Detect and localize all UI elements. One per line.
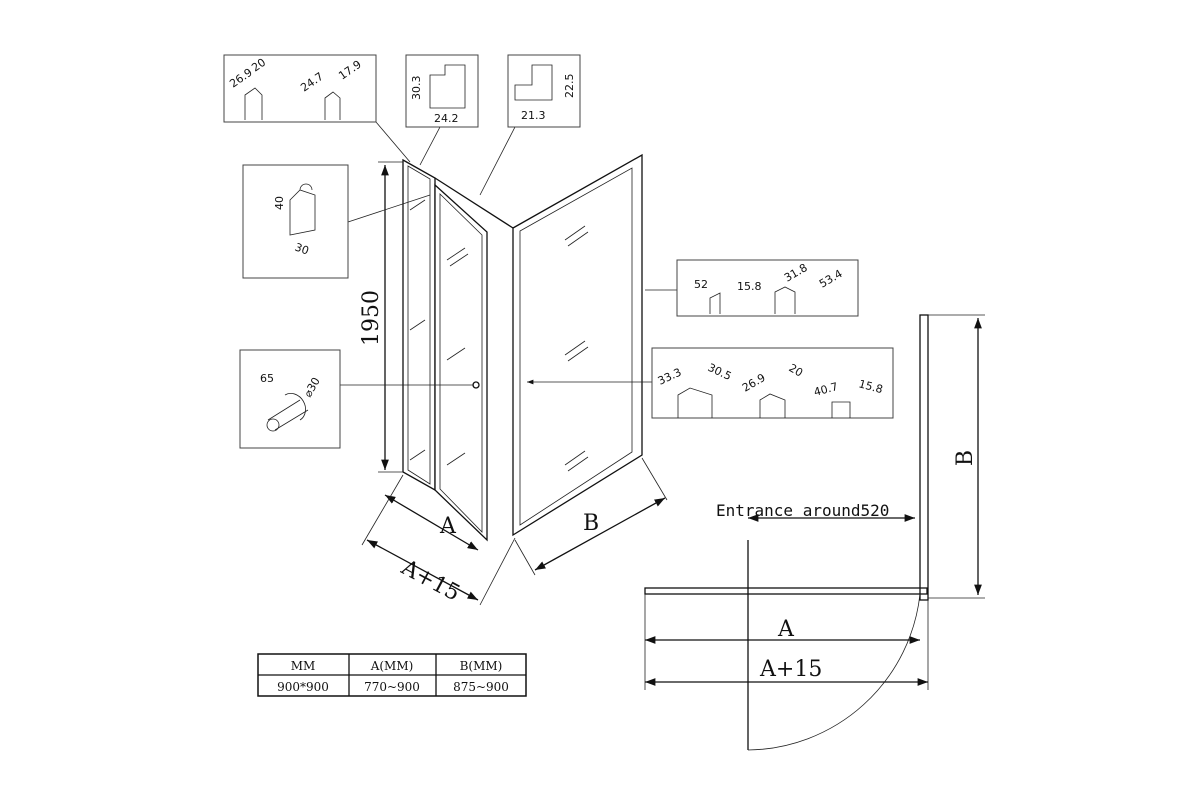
- table-cell: 875~900: [453, 680, 509, 694]
- table-header: A(MM): [370, 659, 414, 673]
- entrance-label: Entrance around520: [716, 501, 889, 520]
- detail-hinge: 40 30: [242, 164, 349, 279]
- plan-dim-a: A: [777, 617, 795, 642]
- table-cell: 770~900: [364, 680, 420, 694]
- detail-top-profile: 30.3 24.2: [405, 54, 479, 128]
- detail-top-corner: 26.9 20 24.7 17.9: [223, 54, 377, 123]
- enclosure-3d: 1950 A A+15 B: [359, 153, 668, 607]
- table-header: MM: [291, 659, 316, 673]
- dim: 21.3: [521, 109, 546, 122]
- detail-top-profile-2: 21.3 22.5: [507, 54, 581, 128]
- dim-a: A: [439, 514, 457, 539]
- dim: 24.2: [434, 112, 459, 125]
- table-header: B(MM): [460, 659, 503, 673]
- dim-a15: A+15: [396, 555, 464, 607]
- dim: 15.8: [857, 377, 884, 396]
- dim: 40.7: [812, 380, 839, 399]
- table-cell: 900*900: [277, 680, 329, 694]
- dim: 52: [694, 278, 708, 291]
- dim-b: B: [583, 511, 599, 536]
- dim: 20: [787, 361, 806, 379]
- detail-handle: 65 ⌀30: [239, 349, 341, 449]
- dim: 30.3: [410, 76, 423, 101]
- detail-bottom-profiles: 33.3 30.5 26.9 20 40.7 15.8: [651, 347, 894, 419]
- plan-view: Entrance around520 A A+15 B: [644, 314, 985, 751]
- dim: 40: [273, 196, 286, 210]
- dim: 30: [293, 241, 311, 258]
- plan-dim-b: B: [953, 450, 978, 466]
- dim: 65: [260, 372, 274, 385]
- dim: 22.5: [563, 74, 576, 99]
- plan-dim-a15: A+15: [759, 657, 822, 682]
- detail-wall-profile: 52 15.8 31.8 53.4: [676, 259, 859, 317]
- height-label: 1950: [359, 290, 384, 346]
- size-table: MM A(MM) B(MM) 900*900 770~900 875~900: [257, 653, 527, 697]
- dim: 15.8: [737, 280, 762, 293]
